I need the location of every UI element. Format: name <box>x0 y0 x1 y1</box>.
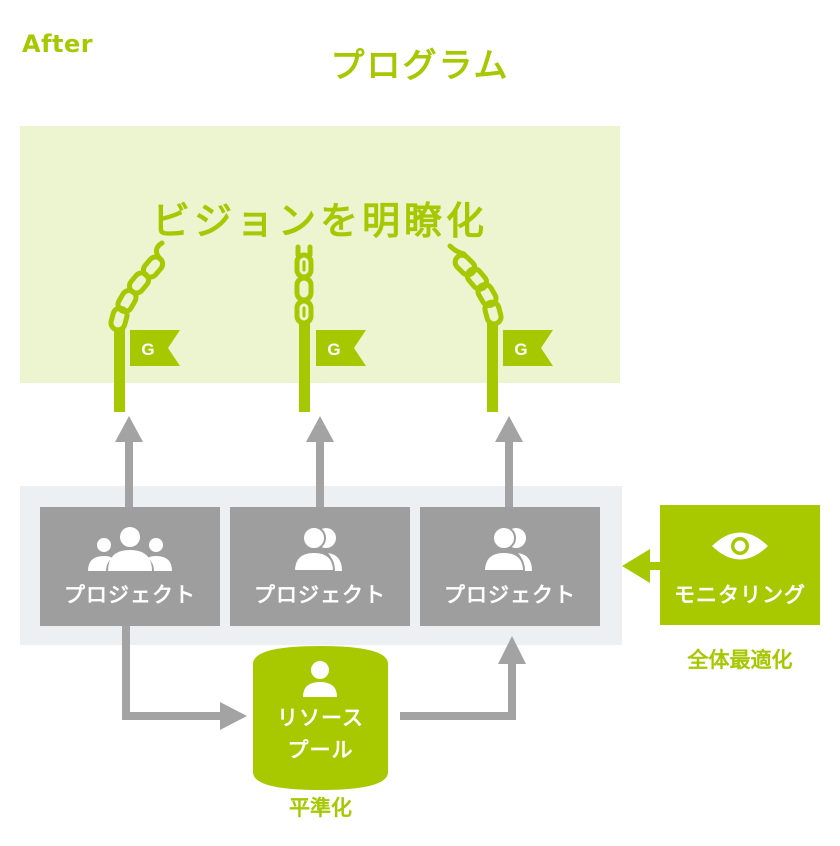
project-label: プロジェクト <box>254 583 386 607</box>
resource-pool-line1: リソース <box>277 706 364 730</box>
group-of-three-icon <box>40 525 220 575</box>
chain-icon <box>447 243 504 327</box>
goal-flag: G <box>503 330 553 366</box>
after-label: After <box>22 30 94 58</box>
person-icon <box>303 661 337 697</box>
optimization-caption: 全体最適化 <box>687 648 793 672</box>
goal-flag: G <box>130 330 180 366</box>
goal-pole <box>114 328 125 412</box>
resource-pool-cylinder <box>253 646 388 790</box>
project-box[interactable]: プロジェクト <box>420 507 600 626</box>
project-box[interactable]: プロジェクト <box>40 507 220 626</box>
up-arrow <box>115 416 143 507</box>
program-title: プログラム <box>330 46 510 86</box>
leveling-caption: 平準化 <box>289 796 352 820</box>
monitoring-box[interactable]: モニタリング <box>660 505 820 625</box>
resource-pool-line2: プール <box>287 738 354 762</box>
project-label: プロジェクト <box>444 583 576 607</box>
project-box[interactable]: プロジェクト <box>230 507 410 626</box>
monitoring-arrow <box>622 549 662 583</box>
goal-flag-label: G <box>514 340 527 359</box>
project-label: プロジェクト <box>64 583 196 607</box>
goal-flag-label: G <box>141 340 154 359</box>
goal-flag: G <box>316 330 366 366</box>
eye-icon <box>660 523 820 569</box>
up-arrow <box>306 416 334 507</box>
goal-pole <box>299 323 310 412</box>
release-arrow <box>400 636 526 720</box>
goal-flag-label: G <box>327 340 340 359</box>
chain-icon <box>294 244 314 326</box>
allocate-arrow <box>122 626 247 730</box>
vision-title: ビジョンを明瞭化 <box>151 199 488 243</box>
chain-icon <box>108 240 166 333</box>
resource-pool-label[interactable]: リソース プール <box>253 702 388 766</box>
up-arrow <box>495 416 523 507</box>
monitoring-label: モニタリング <box>674 583 806 607</box>
goal-pole <box>487 322 498 412</box>
group-of-two-icon <box>420 525 600 575</box>
group-of-two-icon <box>230 525 410 575</box>
